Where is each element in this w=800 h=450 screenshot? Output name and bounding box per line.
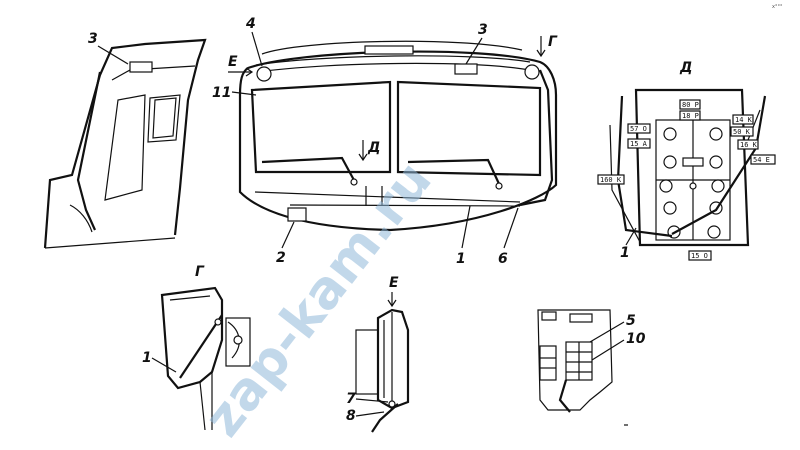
view-g-title: Г (195, 264, 205, 280)
fuse-callout-5: 5 (626, 313, 636, 329)
box-160k: 160 К (600, 176, 622, 184)
box-18p: 18 Р (682, 112, 699, 120)
view-e-title: Е (389, 275, 399, 291)
box-80p: 80 Р (682, 101, 699, 109)
box-16k: 16 К (740, 141, 758, 149)
ws-callout-3: 3 (478, 22, 488, 38)
box-15o: 15 О (691, 252, 708, 260)
view-e-detail: Е 7 8 (346, 275, 410, 433)
ws-view-d: Д (367, 140, 380, 156)
box-50k: 50 К (733, 128, 751, 136)
view-e-callout-7: 7 (346, 391, 356, 407)
view-d-panel: Д 80 Р 18 Р 14 К 5 (597, 60, 776, 261)
ws-callout-2: 2 (276, 250, 286, 266)
view-g-callout-1: 1 (142, 350, 152, 366)
fuse-callout-10: 10 (626, 331, 646, 347)
box-57o: 57 О (630, 125, 647, 133)
view-d-callout-1: 1 (620, 245, 630, 261)
ws-view-g: Г (548, 34, 558, 50)
ws-view-e: Е (228, 54, 238, 70)
cab-side-view: 3 (43, 31, 207, 249)
ws-callout-11: 11 (212, 85, 231, 101)
view-g-detail: Г 1 (142, 264, 251, 431)
fuse-detail: 5 10 (537, 309, 646, 426)
view-e-callout-8: 8 (346, 408, 356, 424)
box-54e: 54 Е (753, 156, 770, 164)
ws-callout-6: 6 (498, 251, 508, 267)
cab-callout-3: 3 (88, 31, 98, 47)
windshield-view: 4 3 11 Е Г Д 2 1 6 (212, 16, 558, 267)
corner-mark: x°°° (772, 4, 783, 10)
ws-callout-4: 4 (245, 16, 256, 32)
box-14k: 14 К (735, 116, 753, 124)
view-d-title: Д (679, 60, 692, 76)
panel-label-boxes: 80 Р 18 Р 14 К 57 О 50 К 15 А 16 К 54 Е … (597, 99, 776, 261)
box-15a: 15 А (630, 140, 648, 148)
ws-callout-1: 1 (456, 251, 466, 267)
